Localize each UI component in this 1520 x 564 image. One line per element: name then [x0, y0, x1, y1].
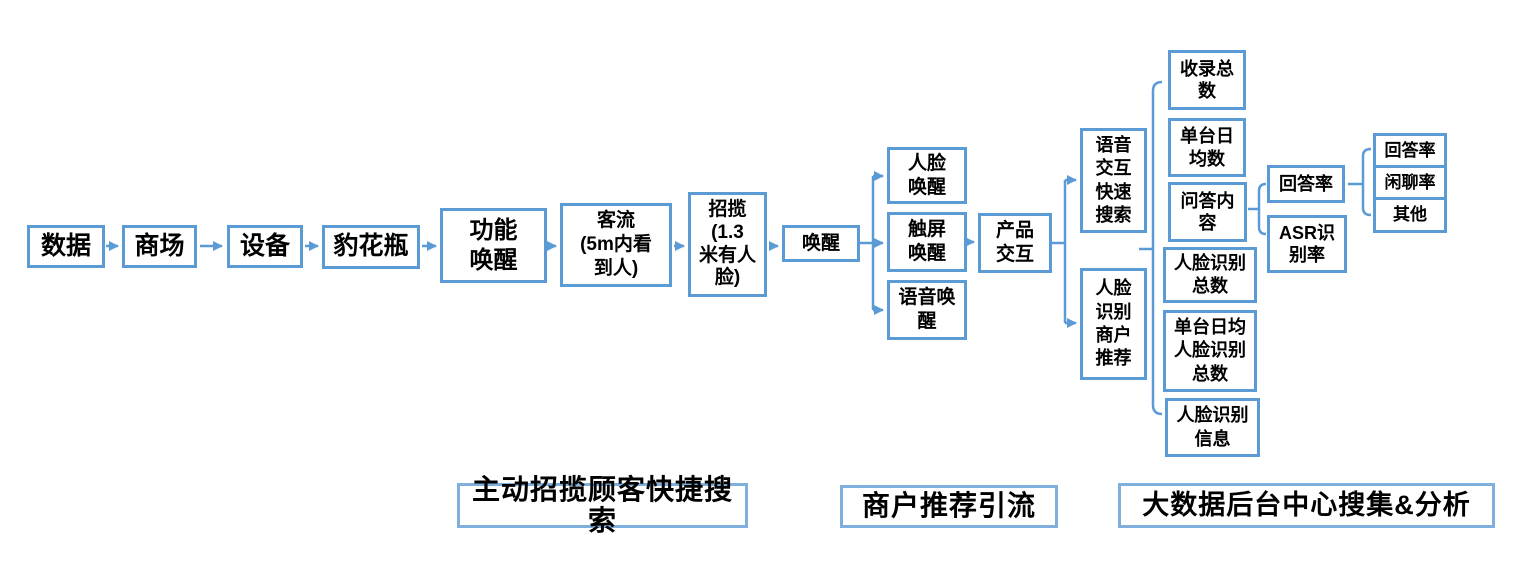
node-chat-rate: 闲聊率: [1373, 165, 1447, 200]
node-voice-quick-search: 语音 交互 快速 搜索: [1080, 128, 1147, 233]
node-answer-rate: 回答率: [1267, 165, 1345, 203]
section-label-bigdata-analysis: 大数据后台中心搜集&分析: [1118, 483, 1495, 528]
node-face-rec-info: 人脸识别 信息: [1165, 398, 1260, 457]
node-data: 数据: [27, 225, 105, 268]
node-product-interaction: 产品 交互: [978, 213, 1052, 273]
node-passenger-flow: 客流 (5m内看 到人): [560, 203, 672, 287]
node-solicit: 招揽 (1.3 米有人 脸): [688, 192, 767, 297]
node-wake: 唤醒: [782, 225, 860, 262]
node-face-rec-total: 人脸识别 总数: [1163, 247, 1257, 303]
brace-qa: [1257, 182, 1267, 236]
node-record-total: 收录总 数: [1168, 50, 1246, 110]
brace-answer: [1361, 147, 1372, 217]
node-unit-daily-face-total: 单台日均 人脸识别 总数: [1163, 310, 1257, 392]
node-answer-rate-sub: 回答率: [1373, 133, 1447, 168]
node-face-merchant-rec: 人脸 识别 商户 推荐: [1080, 268, 1147, 380]
brace-metrics: [1151, 80, 1163, 416]
section-label-merchant-referral: 商户推荐引流: [840, 485, 1058, 528]
connector-wake-branch: [860, 176, 875, 310]
node-unit-daily-avg: 单台日 均数: [1168, 118, 1246, 177]
connector-product-branch: [1052, 180, 1067, 323]
node-face-wake: 人脸 唤醒: [887, 147, 967, 204]
node-leopard-vase: 豹花瓶: [322, 225, 420, 269]
node-touch-wake: 触屏 唤醒: [887, 212, 967, 272]
node-device: 设备: [227, 225, 303, 268]
node-other: 其他: [1373, 197, 1447, 233]
node-qa-content: 问答内 容: [1168, 182, 1247, 242]
node-voice-wake: 语音唤 醒: [887, 280, 967, 340]
section-label-solicit-search: 主动招揽顾客快捷搜索: [457, 474, 748, 535]
node-mall: 商场: [122, 225, 197, 268]
node-asr-rate: ASR识 别率: [1267, 215, 1347, 273]
node-function-wake: 功能 唤醒: [440, 208, 547, 283]
